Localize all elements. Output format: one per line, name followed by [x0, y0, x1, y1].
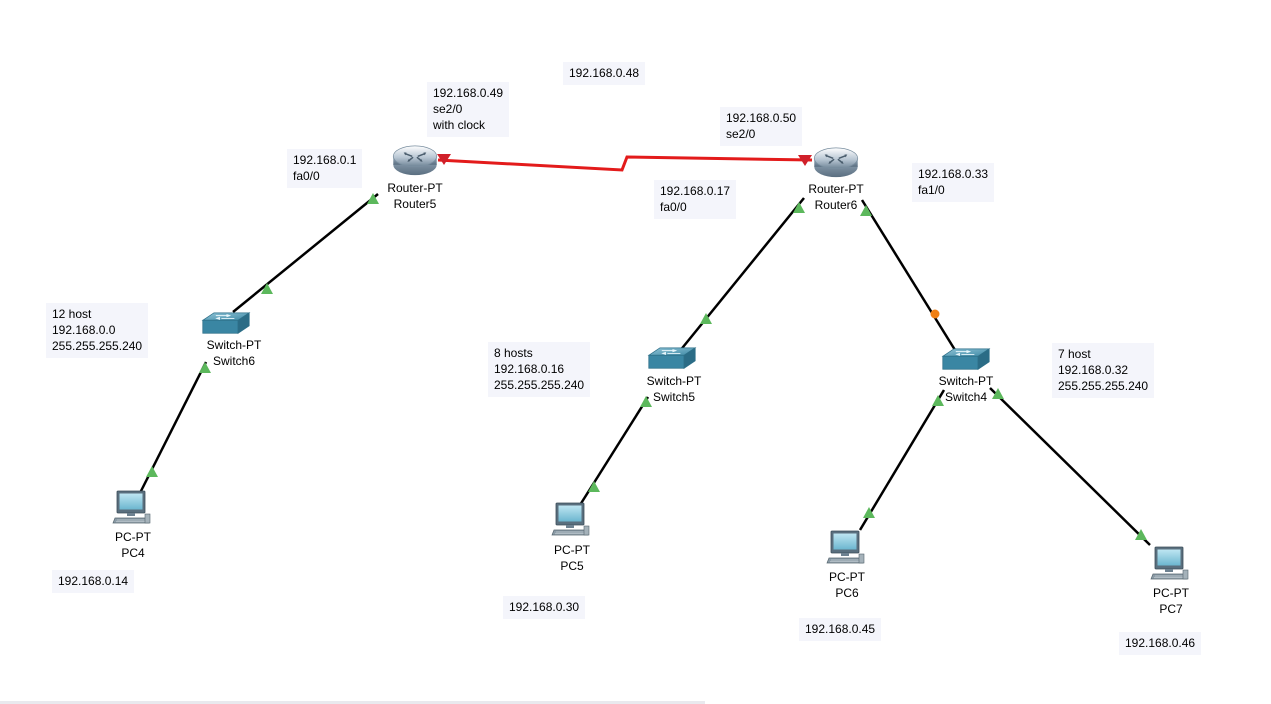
- device-name: Switch6: [212, 354, 256, 368]
- note-pc6-ip[interactable]: 192.168.0.45: [799, 618, 882, 641]
- port-indicator-up: [992, 388, 1004, 399]
- pc7-label: PC-PT PC7: [1126, 585, 1216, 617]
- port-indicator-up: [860, 205, 872, 216]
- note-router6-serial[interactable]: 192.168.0.50 se2/0: [720, 107, 803, 146]
- port-indicator-up: [640, 396, 652, 407]
- pc5-label: PC-PT PC5: [527, 542, 617, 574]
- port-indicator-up: [146, 466, 158, 477]
- note-lan1[interactable]: 12 host 192.168.0.0 255.255.255.240: [46, 303, 149, 358]
- pc-icon[interactable]: [112, 490, 151, 524]
- switch-icon[interactable]: [202, 312, 250, 334]
- device-type: PC-PT: [1153, 586, 1189, 600]
- note-pc4-ip[interactable]: 192.168.0.14: [52, 570, 135, 593]
- note-serial-network[interactable]: 192.168.0.48: [563, 62, 646, 85]
- links: [138, 155, 1151, 546]
- port-indicator-up: [932, 395, 944, 406]
- port-indicator-up: [863, 507, 875, 518]
- device-type: Router-PT: [387, 181, 443, 195]
- router-icon[interactable]: [392, 145, 438, 176]
- device-name: PC6: [835, 586, 859, 600]
- device-name: PC7: [1159, 602, 1183, 616]
- port-indicator-amber: [930, 309, 940, 319]
- device-name: Router5: [393, 197, 437, 211]
- device-name: PC5: [560, 559, 584, 573]
- device-type: PC-PT: [554, 543, 590, 557]
- note-lan2[interactable]: 8 hosts 192.168.0.16 255.255.255.240: [488, 342, 591, 397]
- device-name: PC4: [121, 546, 145, 560]
- link-switch4-pc6[interactable]: [858, 389, 946, 531]
- link-router6-switch4[interactable]: [860, 199, 957, 351]
- link-switch4-pc7[interactable]: [989, 387, 1151, 546]
- divider: [0, 701, 705, 704]
- port-indicators: [146, 154, 1147, 540]
- pc-icon[interactable]: [551, 502, 590, 536]
- pc-icon[interactable]: [826, 530, 865, 564]
- device-type: PC-PT: [115, 530, 151, 544]
- note-router6-fa1[interactable]: 192.168.0.33 fa1/0: [912, 163, 995, 202]
- pc6-label: PC-PT PC6: [802, 569, 892, 601]
- device-name: Router6: [814, 198, 858, 212]
- link-router6-switch5[interactable]: [678, 197, 805, 353]
- port-indicator-up: [1135, 529, 1147, 540]
- note-router6-fa0[interactable]: 192.168.0.17 fa0/0: [654, 180, 737, 219]
- port-indicator-up: [261, 283, 273, 294]
- port-indicator-up: [199, 362, 211, 373]
- pc-icon[interactable]: [1150, 546, 1189, 580]
- router5-label: Router-PT Router5: [370, 180, 460, 212]
- device-type: PC-PT: [829, 570, 865, 584]
- switch-icon[interactable]: [648, 347, 696, 369]
- note-router5-serial[interactable]: 192.168.0.49 se2/0 with clock: [427, 82, 510, 137]
- note-lan3[interactable]: 7 host 192.168.0.32 255.255.255.240: [1052, 343, 1155, 398]
- port-indicator-up: [700, 313, 712, 324]
- device-type: Switch-PT: [206, 338, 262, 352]
- switch6-label: Switch-PT Switch6: [189, 337, 279, 369]
- port-indicator-serial: [437, 154, 451, 165]
- switch5-label: Switch-PT Switch5: [629, 373, 719, 405]
- pc4-label: PC-PT PC4: [88, 529, 178, 561]
- switch-icon[interactable]: [942, 348, 990, 370]
- note-pc7-ip[interactable]: 192.168.0.46: [1119, 632, 1202, 655]
- router6-label: Router-PT Router6: [791, 181, 881, 213]
- note-pc5-ip[interactable]: 192.168.0.30: [503, 596, 586, 619]
- port-indicator-up: [367, 193, 379, 204]
- port-indicator-up: [793, 202, 805, 213]
- port-indicator-up: [588, 481, 600, 492]
- router-icon[interactable]: [813, 147, 859, 178]
- switch4-label: Switch-PT Switch4: [921, 373, 1011, 405]
- device-type: Switch-PT: [646, 374, 702, 388]
- device-type: Switch-PT: [938, 374, 994, 388]
- link-router5-switch6[interactable]: [232, 193, 379, 313]
- note-router5-fa[interactable]: 192.168.0.1 fa0/0: [287, 149, 363, 188]
- link-router5-router6-serial[interactable]: [437, 155, 813, 172]
- port-indicator-serial: [798, 155, 812, 166]
- device-type: Router-PT: [808, 182, 864, 196]
- device-name: Switch4: [944, 390, 988, 404]
- device-name: Switch5: [652, 390, 696, 404]
